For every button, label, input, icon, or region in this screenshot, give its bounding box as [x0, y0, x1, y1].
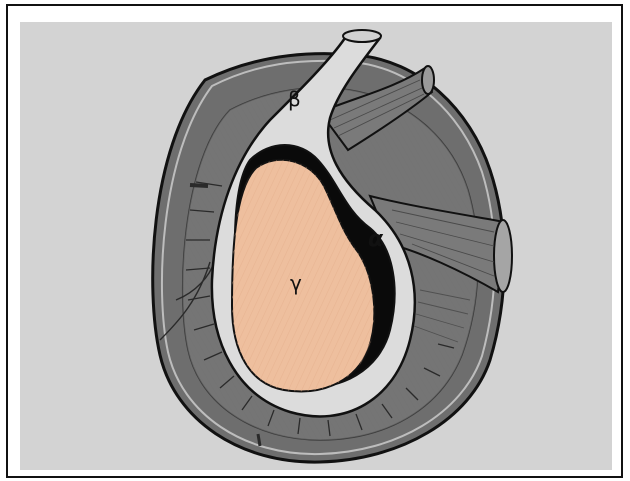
label-beta: β — [288, 87, 301, 111]
upper-muscle-cut — [422, 66, 434, 94]
right-muscle-cut — [494, 220, 512, 292]
label-alpha: α — [368, 227, 384, 252]
tendon-cut-end — [343, 30, 381, 42]
label-gamma: γ — [290, 271, 302, 295]
